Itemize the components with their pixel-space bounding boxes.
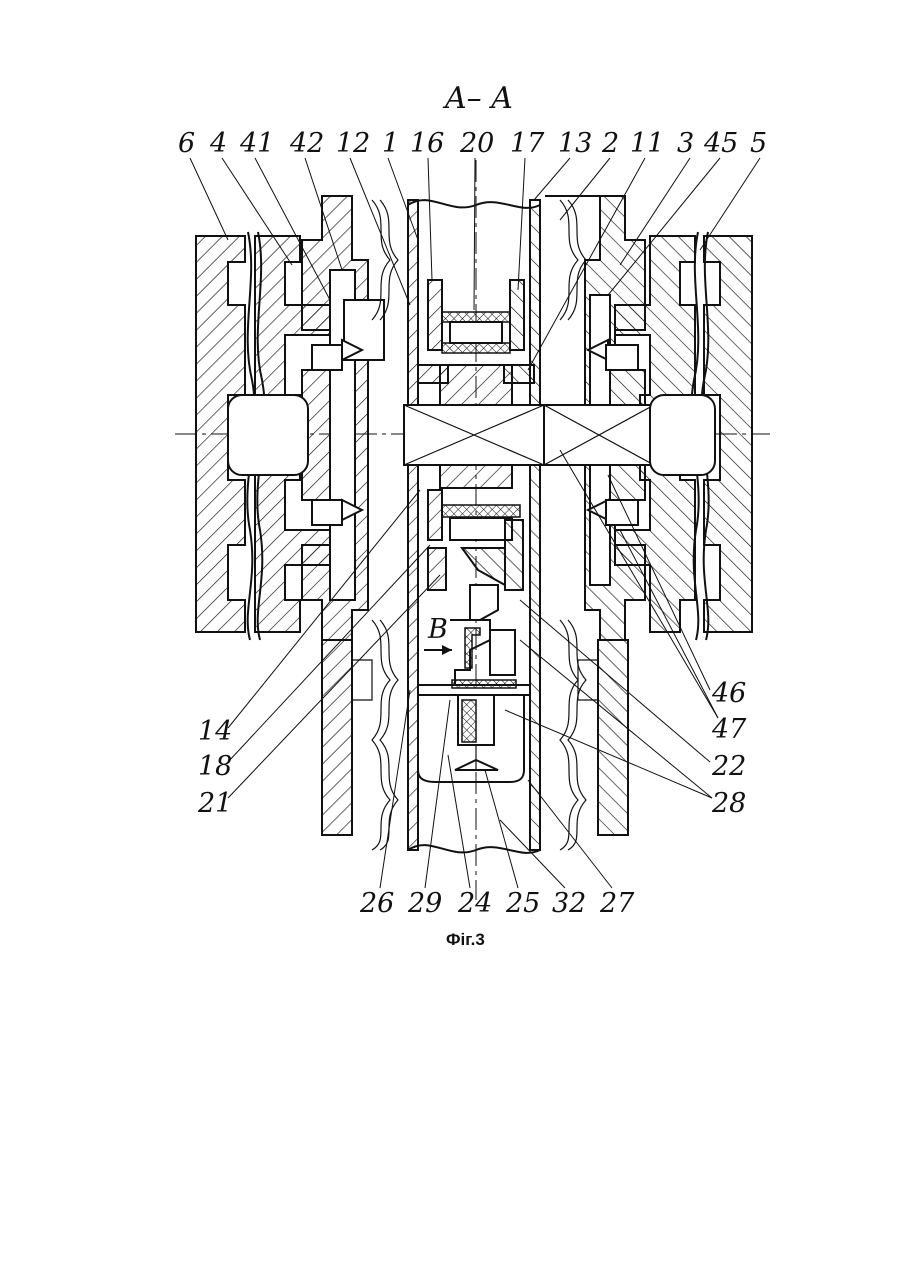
label-29: 29 bbox=[407, 888, 442, 919]
label-11: 11 bbox=[630, 128, 664, 159]
bottom-labels: 26 29 24 25 32 27 bbox=[359, 690, 635, 919]
label-16: 16 bbox=[410, 128, 444, 159]
label-27: 27 bbox=[599, 888, 635, 919]
label-5: 5 bbox=[750, 128, 767, 159]
label-18: 18 bbox=[198, 751, 232, 782]
label-3: 3 bbox=[677, 128, 694, 159]
lower-gear-assembly bbox=[428, 490, 523, 620]
label-45: 45 bbox=[703, 128, 738, 159]
label-24: 24 bbox=[457, 888, 492, 919]
label-41: 41 bbox=[239, 128, 274, 159]
label-20: 20 bbox=[459, 128, 494, 159]
label-14: 14 bbox=[198, 716, 232, 747]
right-packing bbox=[560, 200, 586, 850]
label-22: 22 bbox=[711, 751, 746, 782]
top-labels: 6 4 41 42 12 1 16 20 17 13 2 11 3 45 5 bbox=[178, 128, 767, 159]
label-6: 6 bbox=[178, 128, 195, 159]
figure-caption: Фіг.3 bbox=[446, 930, 485, 949]
label-25: 25 bbox=[505, 888, 540, 919]
label-4: 4 bbox=[209, 128, 227, 159]
label-2: 2 bbox=[601, 128, 619, 159]
label-12: 12 bbox=[336, 128, 370, 159]
section-title: A– A bbox=[442, 81, 513, 116]
label-42: 42 bbox=[289, 128, 324, 159]
label-13: 13 bbox=[558, 128, 592, 159]
view-marker-b: B bbox=[424, 614, 452, 655]
left-flange-4 bbox=[302, 196, 384, 640]
label-47: 47 bbox=[711, 714, 747, 745]
view-marker-label: B bbox=[427, 614, 448, 645]
label-46: 46 bbox=[711, 678, 746, 709]
label-1: 1 bbox=[382, 128, 399, 159]
label-21: 21 bbox=[197, 788, 232, 819]
label-28: 28 bbox=[711, 788, 746, 819]
label-17: 17 bbox=[510, 128, 545, 159]
left-packing bbox=[372, 200, 398, 850]
label-32: 32 bbox=[552, 888, 586, 919]
label-26: 26 bbox=[359, 888, 394, 919]
